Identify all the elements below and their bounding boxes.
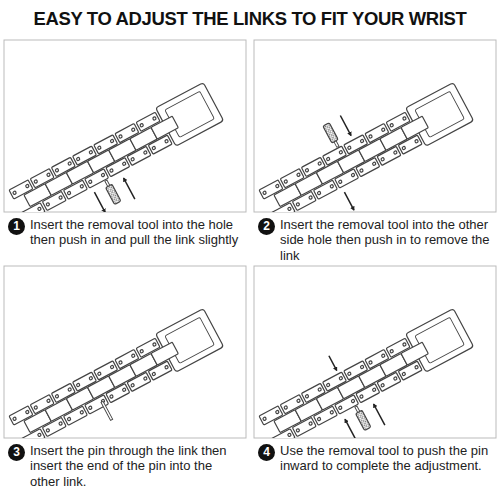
callout-number: 3 (8, 444, 25, 461)
pull-arrow (94, 192, 105, 212)
step-three-figure (7, 309, 229, 462)
push-arrow (374, 404, 385, 425)
step-instruction: Insert the removal tool into the other s… (280, 217, 494, 263)
push-arrow (124, 178, 135, 199)
remove-arrow (344, 192, 354, 210)
step-instruction: Use the removal tool to push the pin inw… (280, 443, 494, 474)
removal-tool (353, 405, 371, 431)
step-instruction: Insert the removal tool into the hole th… (30, 217, 244, 248)
watch-band (257, 83, 473, 225)
removal-tool (323, 123, 341, 149)
callout-number: 1 (8, 218, 25, 235)
removal-tool (103, 179, 121, 205)
watch-band (7, 309, 223, 451)
title: EASY TO ADJUST THE LINKS TO FIT YOUR WRI… (0, 8, 500, 30)
callout-number: 4 (258, 444, 275, 461)
push-arrow (345, 419, 356, 439)
watch-band (257, 309, 473, 451)
step-instruction: Insert the pin through the link then ins… (30, 443, 244, 489)
callout-number: 2 (258, 218, 275, 235)
push-arrow (340, 115, 351, 135)
link-pin (101, 401, 113, 420)
pin-arrow (329, 356, 337, 371)
watch-band (7, 83, 223, 225)
